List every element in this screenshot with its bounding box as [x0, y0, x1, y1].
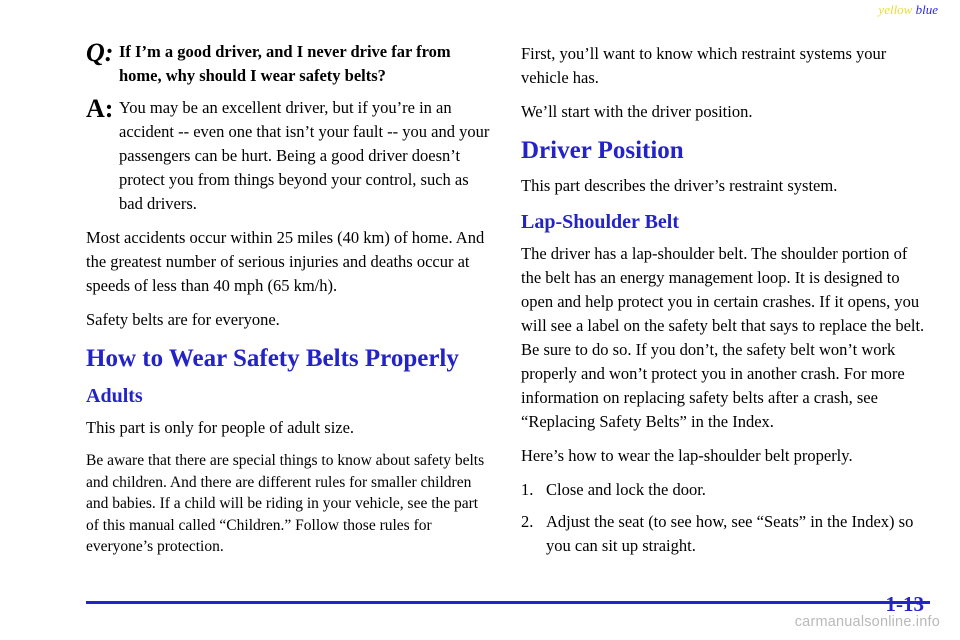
- heading-adults: Adults: [86, 385, 143, 407]
- question-block: Q: If I’m a good driver, and I never dri…: [86, 40, 491, 88]
- color-tag-blue: blue: [915, 2, 938, 17]
- step-text: Close and lock the door.: [546, 480, 706, 499]
- answer-block: A: You may be an excellent driver, but i…: [86, 96, 491, 216]
- list-item: 1. Close and lock the door.: [521, 478, 931, 502]
- answer-paragraph-1: You may be an excellent driver, but if y…: [119, 98, 490, 213]
- heading-driver-position: Driver Position: [521, 137, 684, 164]
- driver-paragraph: This part describes the driver’s restrai…: [521, 176, 838, 195]
- lap-belt-paragraph: The driver has a lap-shoulder belt. The …: [521, 244, 925, 431]
- intro-paragraph: First, you’ll want to know which restrai…: [521, 44, 887, 87]
- step-number: 1.: [521, 480, 534, 499]
- question-text: If I’m a good driver, and I never drive …: [119, 42, 451, 85]
- adults-paragraph-2: Be aware that there are special things t…: [86, 452, 485, 555]
- step-number: 2.: [521, 512, 534, 531]
- left-column: Q: If I’m a good driver, and I never dri…: [86, 40, 491, 568]
- right-column: First, you’ll want to know which restrai…: [521, 42, 931, 566]
- adults-paragraph-1: This part is only for people of adult si…: [86, 418, 355, 437]
- footer-rule: [86, 601, 930, 604]
- answer-mark-label: A:: [86, 94, 114, 123]
- driver-intro-paragraph: We’ll start with the driver position.: [521, 102, 753, 121]
- answer-paragraph-2: Most accidents occur within 25 miles (40…: [86, 228, 485, 295]
- heading-lap-shoulder-belt: Lap-Shoulder Belt: [521, 211, 679, 233]
- heading-how-to-wear: How to Wear Safety Belts Properly: [86, 345, 459, 372]
- color-tag-yellow: yellow: [878, 2, 913, 17]
- watermark: carmanualsonline.info: [794, 614, 940, 630]
- page-number: 1-13: [885, 592, 925, 616]
- lap-belt-howto-paragraph: Here’s how to wear the lap-shoulder belt…: [521, 446, 853, 465]
- steps-list: 1. Close and lock the door. 2. Adjust th…: [521, 478, 931, 558]
- list-item: 2. Adjust the seat (to see how, see “Sea…: [521, 510, 931, 558]
- answer-paragraph-3: Safety belts are for everyone.: [86, 310, 280, 329]
- step-text: Adjust the seat (to see how, see “Seats”…: [546, 512, 914, 555]
- question-mark-label: Q:: [86, 38, 114, 67]
- color-tag: yellow blue: [878, 2, 938, 18]
